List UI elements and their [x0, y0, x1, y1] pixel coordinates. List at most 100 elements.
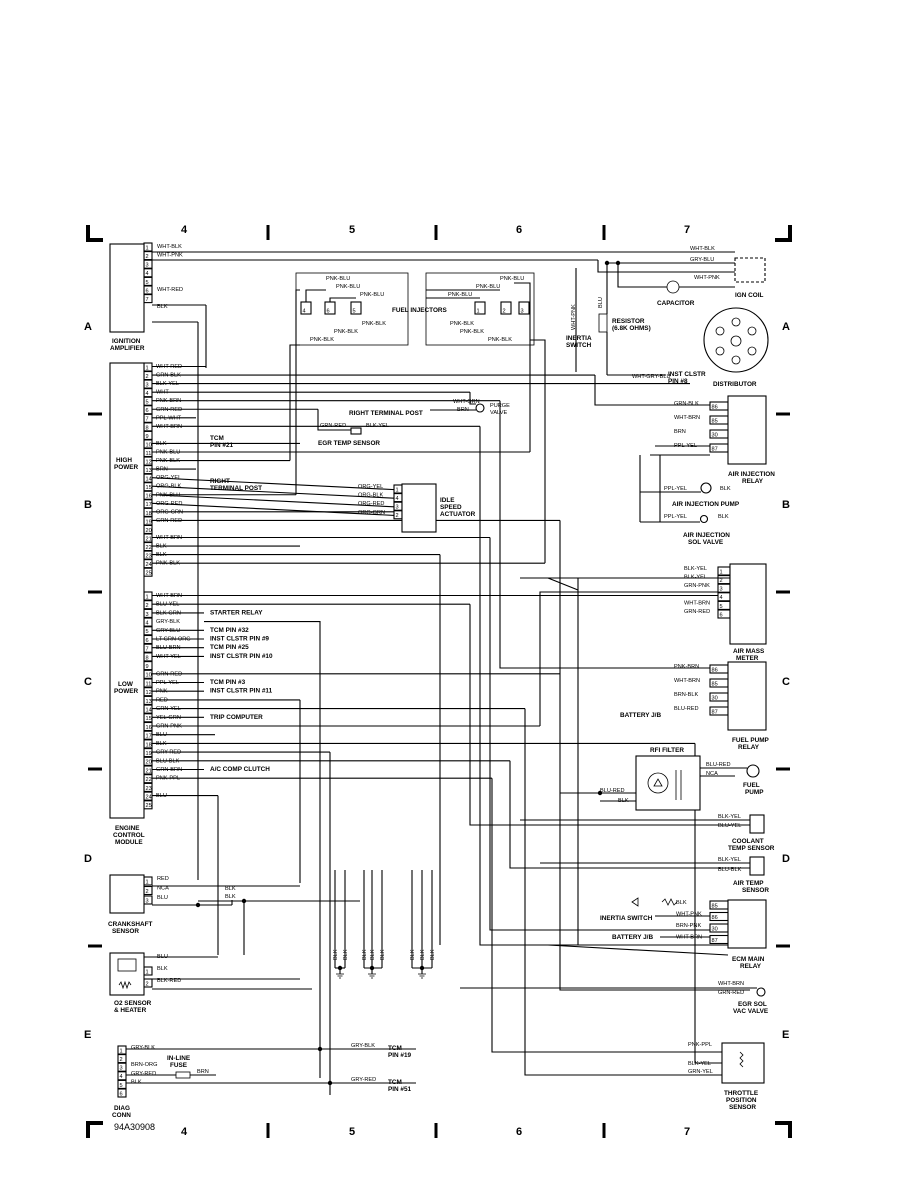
wire-label: 86	[712, 404, 718, 410]
row-label-right: A	[782, 321, 790, 333]
wire-label: 9	[146, 664, 149, 670]
inertia-switch-label: INERTIA	[566, 335, 592, 342]
wire-label: 21	[146, 768, 152, 774]
wire-label: 3	[396, 505, 399, 511]
crankshaft-sensor-label: CRANKSHAFT	[108, 921, 152, 928]
wire-label: PNK-BLK	[488, 337, 512, 343]
air-inj-relay-label: AIR INJECTION	[728, 471, 775, 478]
air-mass-label: AIR MASS	[733, 648, 765, 655]
wire-label: PNK-BLK	[334, 329, 358, 335]
wire-label: 7	[146, 417, 149, 423]
col-label-top: 6	[516, 224, 522, 236]
col-label-top: 7	[684, 224, 690, 236]
wire-label: 3	[146, 612, 149, 618]
wire-label: BLK-YEL	[366, 423, 389, 429]
wire-label: GRN-BLK	[674, 401, 699, 407]
injector-frame-left	[295, 272, 409, 346]
wire	[559, 520, 750, 991]
tps-label: SENSOR	[729, 1104, 756, 1111]
wire-label: PNK-BLK	[450, 321, 474, 327]
wire-label: 2	[146, 603, 149, 609]
wire-label: PIN #8	[668, 378, 688, 385]
wire-label: 19	[146, 751, 152, 757]
wire-label: 18	[146, 742, 152, 748]
wire-label: BLK	[225, 894, 236, 900]
wire-label: 23	[146, 786, 152, 792]
capacitor-label: CAPACITOR	[657, 300, 695, 307]
engine-control-module: HIGH POWER LOW POWER ENGINE CONTROL MODU…	[109, 362, 145, 846]
distributor-label: DISTRIBUTOR	[713, 381, 757, 388]
coolant-label: TEMP SENSOR	[728, 845, 775, 852]
low-power-label: LOW	[118, 681, 134, 688]
battery-jb-label: BATTERY J/B	[620, 712, 661, 719]
wire-label: 3	[720, 587, 723, 593]
wire-label: BLU-RED	[600, 788, 625, 794]
wire-label: WHT-BRN	[684, 600, 710, 606]
wire-label: WHT-BRN	[718, 981, 744, 987]
wire-label: GRN-RED	[684, 609, 710, 615]
wire-label: 25	[146, 571, 152, 577]
ignition-amplifier-label: AMPLIFIER	[110, 345, 145, 352]
wire-label: BLK	[720, 486, 731, 492]
wire-label: ORG-BLK	[358, 493, 383, 499]
col-label-top: 4	[181, 224, 188, 236]
wire-label: 12	[146, 459, 152, 465]
wire-label: 11	[146, 451, 152, 457]
row-label-left: B	[84, 499, 92, 511]
wire-label: 6	[720, 612, 723, 618]
wire-label: TCM	[388, 1045, 402, 1052]
wire-label: BLK	[225, 886, 236, 892]
wire	[469, 392, 476, 405]
wire-label: 2	[146, 254, 149, 260]
wire-label: 1	[146, 365, 149, 371]
wire-label: INST CLSTR PIN #11	[210, 688, 273, 695]
wire-label: ORG-GRN	[358, 510, 385, 516]
wire	[617, 263, 667, 288]
wire-label: WHT-PNK	[694, 275, 720, 281]
grid-labels: 4 5 6 7 4 5 6 7 A B C D E A B C D E 94A3…	[84, 224, 790, 1138]
wire-label: WHT-PNK	[571, 304, 577, 330]
ground-wire-label: BLK	[420, 949, 426, 960]
wire-label: 14	[146, 708, 152, 714]
fuel-injectors: FUEL INJECTORS	[392, 307, 448, 314]
wire-label: 1	[477, 308, 480, 314]
resistor-label: RESISTOR	[612, 318, 645, 325]
fuel-pump-label: FUEL	[743, 782, 760, 789]
wire	[499, 400, 728, 669]
wire-label: BLK-YEL	[718, 857, 741, 863]
wire-label: TCM	[210, 435, 224, 442]
wire-label: 2	[720, 578, 723, 584]
wire-label: WHT-RED	[157, 287, 183, 293]
wire-label: 85	[712, 418, 718, 424]
diag-conn: DIAG CONN IN-LINE FUSE	[112, 1055, 191, 1119]
wire-label: PNK-BLU	[336, 284, 360, 290]
wire	[547, 944, 729, 956]
wire-label: PIN #21	[210, 442, 234, 449]
wire-label: TCM PIN #3	[210, 679, 246, 686]
wire-label: PNK-BLU	[360, 292, 384, 298]
egr-sol-label: VAC VALVE	[733, 1008, 769, 1015]
resistor-label: (6.8K OHMS)	[612, 325, 651, 332]
wire-label: 3	[120, 1066, 123, 1072]
egr-temp-sensor-label: EGR TEMP SENSOR	[318, 440, 380, 447]
wire-label: 6	[146, 288, 149, 294]
wire-label: BRN-ORG	[131, 1062, 157, 1068]
diag-conn-label: DIAG	[114, 1105, 130, 1112]
wire-label: 9	[146, 434, 149, 440]
wire-label: WHT-GRY-BLU	[632, 374, 671, 380]
wire-label: 6	[327, 308, 330, 314]
wire-label: 85	[712, 681, 718, 687]
row-label-right: D	[782, 853, 790, 865]
wire-label: GRY-BLU	[690, 257, 714, 263]
wire-label: NCA	[706, 771, 718, 777]
air-temp-label: AIR TEMP	[733, 880, 764, 887]
purge-valve: PURGE VALVE RIGHT TERMINAL POST	[349, 403, 510, 417]
row-label-left: E	[84, 1029, 91, 1041]
ground-symbol	[336, 973, 344, 979]
distributor: DISTRIBUTOR	[703, 307, 769, 388]
wire-label: WHT-PNK	[676, 912, 702, 918]
throttle-position-sensor: THROTTLE POSITION SENSOR	[721, 1042, 765, 1111]
egr-sol-label: EGR SOL	[738, 1001, 767, 1008]
diag-conn-label: CONN	[112, 1112, 131, 1119]
